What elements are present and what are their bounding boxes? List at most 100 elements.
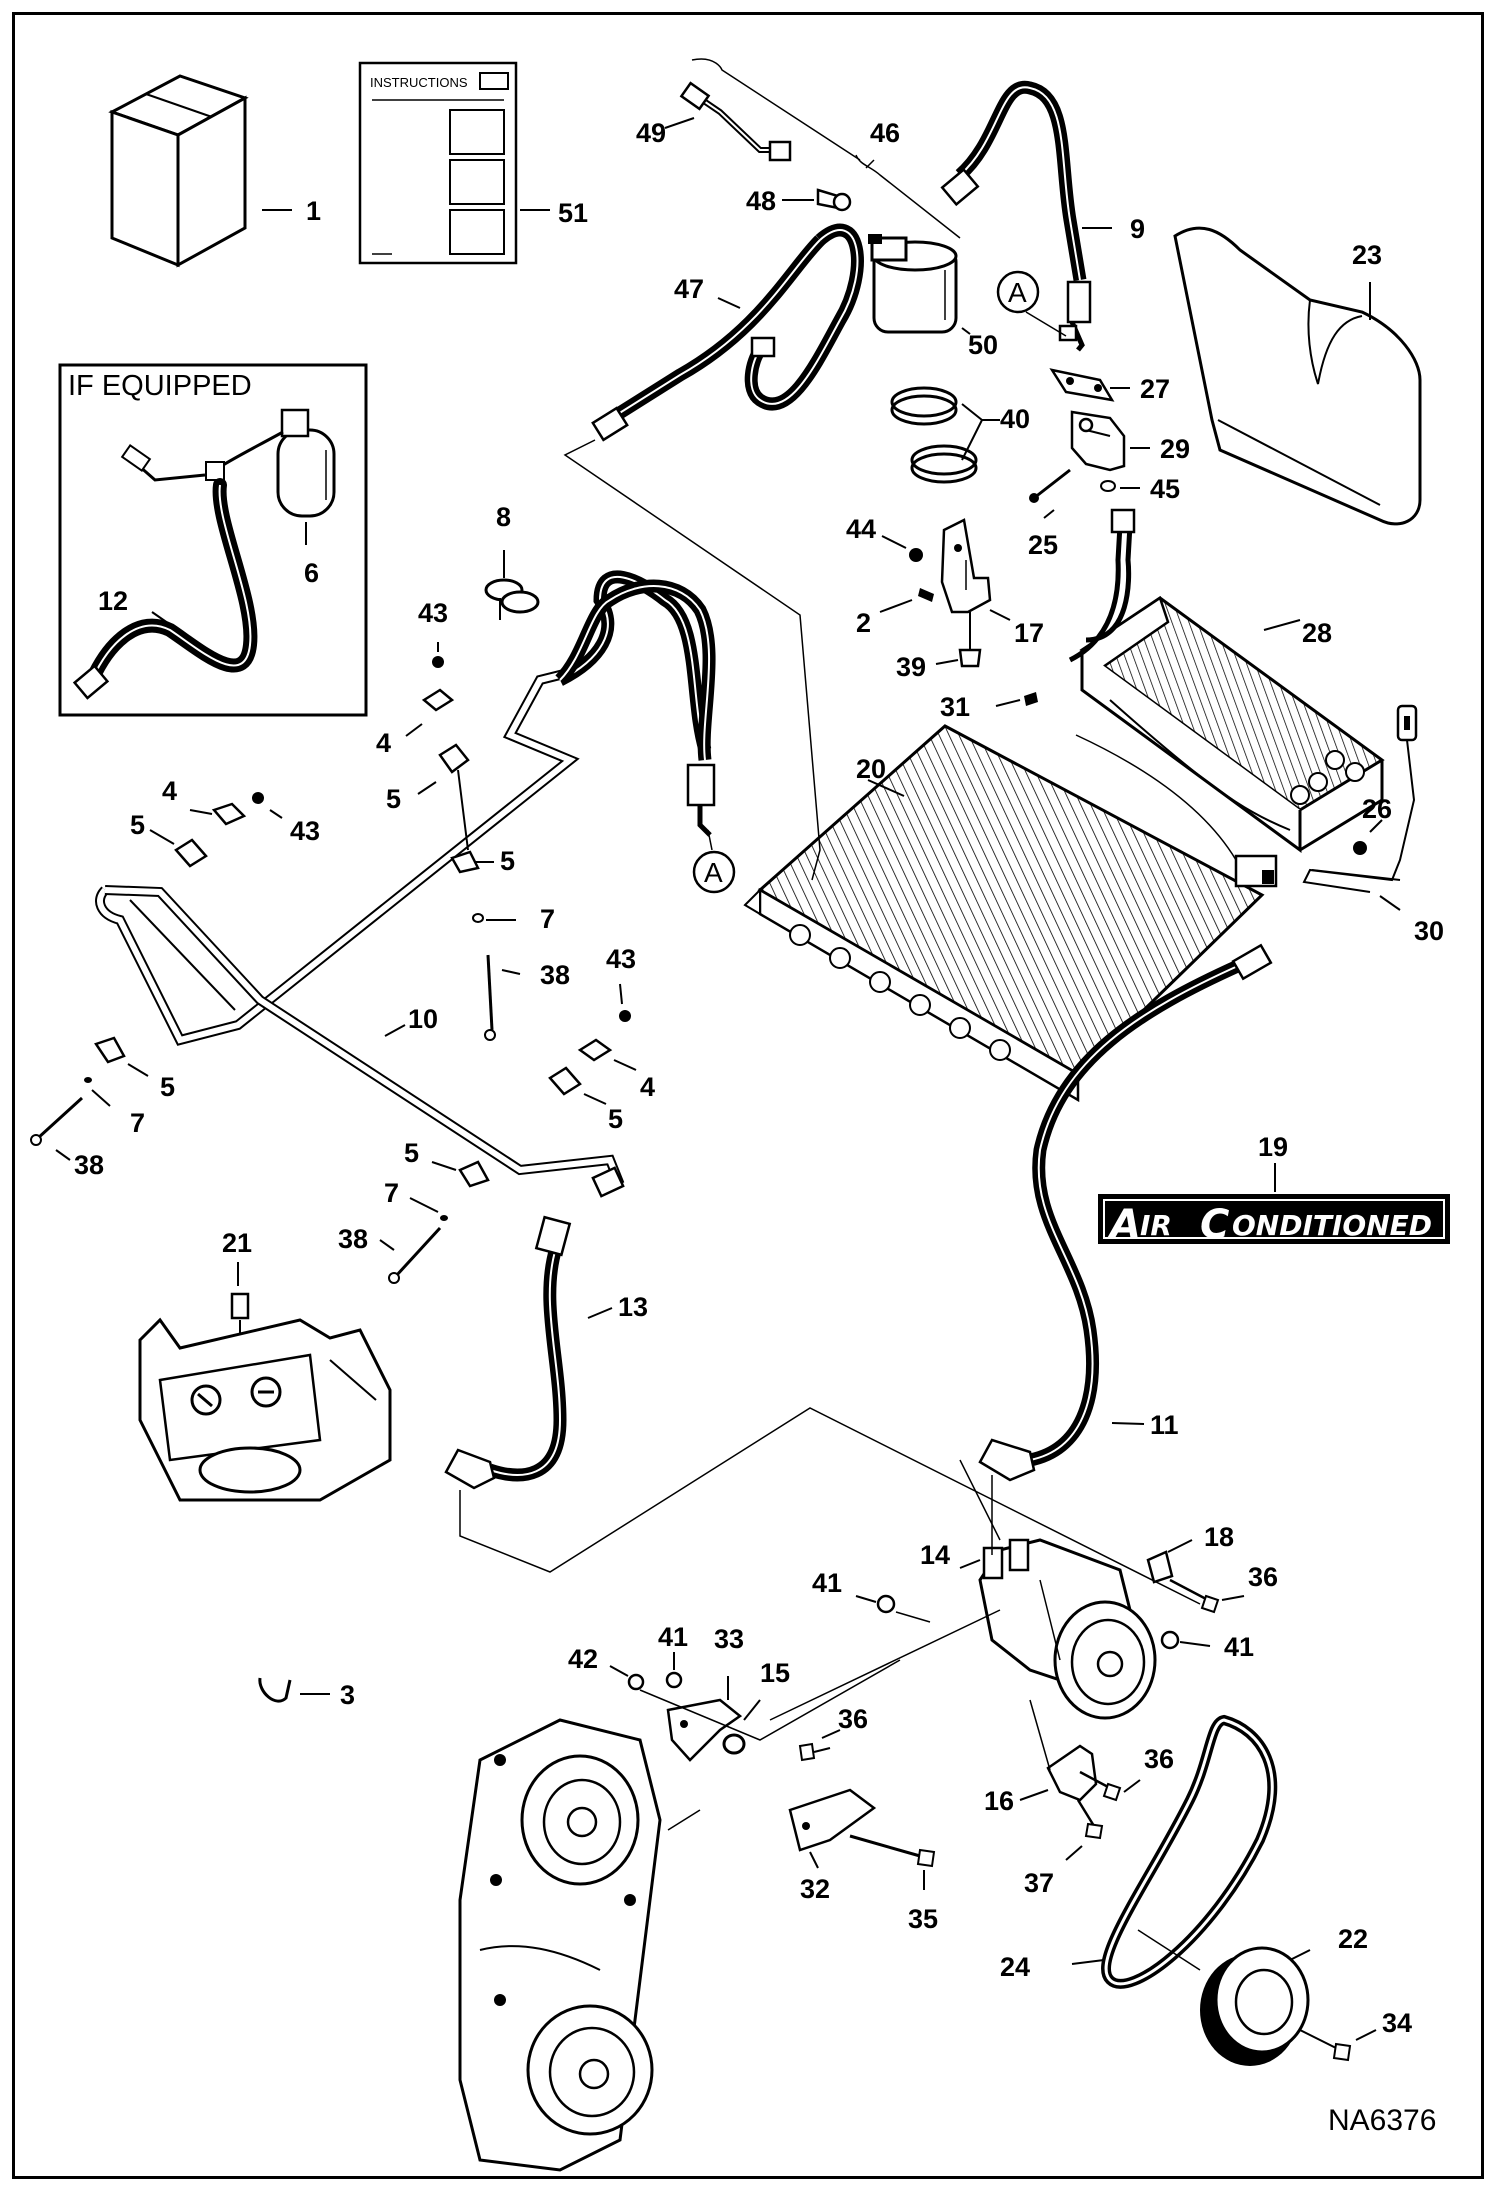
pulley-bolt-34 [1299, 2029, 1352, 2062]
callout-44: 44 [846, 514, 876, 544]
callout-36-c: 36 [1144, 1744, 1174, 1774]
engine-front-cover [458, 1718, 662, 2172]
compressor [978, 1538, 1157, 1720]
expansion-valve-gasket [1049, 368, 1115, 402]
instructions-title: INSTRUCTIONS [370, 75, 468, 90]
callout-7-b: 7 [130, 1108, 145, 1138]
control-panel [138, 1317, 392, 1502]
connection-marker-top [996, 270, 1067, 337]
callout-32: 32 [800, 1874, 830, 1904]
callout-5-e: 5 [608, 1104, 623, 1134]
air-conditioned-decal: A IR C ONDITIONED [1098, 1194, 1450, 1248]
nut-42 [627, 1673, 645, 1691]
crank-pulley [1200, 1946, 1310, 2066]
callout-7-c: 7 [384, 1178, 399, 1208]
callout-4-c: 4 [640, 1072, 655, 1102]
callout-5-d: 5 [160, 1072, 175, 1102]
callout-24: 24 [1000, 1952, 1030, 1982]
callout-36-b: 36 [838, 1704, 868, 1734]
hose-9 [940, 80, 1092, 352]
callout-45: 45 [1150, 474, 1180, 504]
callout-8: 8 [496, 502, 511, 532]
callout-11: 11 [1150, 1410, 1179, 1440]
callout-12: 12 [98, 586, 128, 616]
callout-4-b: 4 [162, 776, 177, 806]
evaporator-core [1068, 508, 1385, 853]
callout-1: 1 [306, 196, 321, 226]
hose-11 [978, 943, 1273, 1482]
callout-30: 30 [1414, 916, 1444, 946]
clip-3 [258, 1677, 292, 1703]
drive-belt [1101, 1714, 1278, 1989]
callout-7-a: 7 [540, 904, 555, 934]
callout-31: 31 [940, 692, 970, 722]
bracket-18 [1146, 1550, 1220, 1614]
decal-letter-a: A [1107, 1202, 1141, 1248]
bracket-32 [788, 1788, 877, 1852]
callout-27: 27 [1140, 374, 1170, 404]
callout-41-a: 41 [812, 1568, 842, 1598]
callout-37: 37 [1024, 1868, 1054, 1898]
callout-5-c: 5 [500, 846, 515, 876]
diagram-border [12, 12, 1484, 2179]
bolt-36-lower [798, 1742, 831, 1762]
connection-label-bottom: A [704, 857, 723, 888]
drawing-number: NA6376 [1328, 2104, 1436, 2137]
bolt-35 [849, 1834, 936, 1868]
expansion-valve [1070, 410, 1126, 472]
inset-title: IF EQUIPPED [68, 370, 252, 402]
callout-40: 40 [1000, 404, 1030, 434]
callout-18: 18 [1204, 1522, 1234, 1552]
instructions-sheet [358, 61, 518, 265]
callout-10: 10 [408, 1004, 438, 1034]
callout-25: 25 [1028, 530, 1058, 560]
callout-6: 6 [304, 558, 319, 588]
callout-4-a: 4 [376, 728, 391, 758]
callout-42: 42 [568, 1644, 598, 1674]
callout-16: 16 [984, 1786, 1014, 1816]
nut-41-left [665, 1671, 683, 1689]
callout-36-a: 36 [1248, 1562, 1278, 1592]
callout-43-b: 43 [290, 816, 320, 846]
callout-21: 21 [222, 1228, 252, 1258]
callout-35: 35 [908, 1904, 938, 1934]
callout-labels: 1 51 49 46 48 9 23 47 50 27 40 29 45 8 4… [74, 118, 1444, 2038]
callout-28: 28 [1302, 618, 1332, 648]
thermostat-switch [1302, 704, 1418, 893]
callout-46: 46 [870, 118, 900, 148]
callout-51: 51 [558, 198, 588, 228]
pressure-switch-harness [679, 81, 792, 162]
callout-3: 3 [340, 1680, 355, 1710]
clamp-set-middle [388, 1010, 631, 1284]
callout-14: 14 [920, 1540, 950, 1570]
callout-22: 22 [1338, 1924, 1368, 1954]
clamp-set-upper [421, 656, 496, 1041]
drier-bracket [940, 518, 992, 614]
callout-39: 39 [896, 652, 926, 682]
bracket-16 [1046, 1744, 1122, 1840]
spacer-15 [722, 1733, 746, 1755]
hose-upper-loop [555, 579, 716, 761]
callout-23: 23 [1352, 240, 1382, 270]
switch-21 [230, 1292, 250, 1320]
drier-mount-screw [958, 612, 982, 668]
callout-34: 34 [1382, 2008, 1412, 2038]
inset-box [58, 363, 368, 717]
callout-5-f: 5 [404, 1138, 419, 1168]
callout-41-b: 41 [1224, 1632, 1254, 1662]
callout-50: 50 [968, 330, 998, 360]
box-kit [108, 74, 249, 268]
callout-38-c: 38 [338, 1224, 368, 1254]
callout-43-a: 43 [418, 598, 448, 628]
callout-29: 29 [1160, 434, 1190, 464]
inset-drier [72, 408, 336, 700]
callout-38-a: 38 [540, 960, 570, 990]
callout-26: 26 [1362, 794, 1392, 824]
callout-43-c: 43 [606, 944, 636, 974]
hose-clamp-8 [484, 578, 540, 620]
clamp-set-left [30, 792, 264, 1146]
receiver-drier [868, 234, 958, 334]
decal-letter-c: C [1200, 1202, 1229, 1248]
